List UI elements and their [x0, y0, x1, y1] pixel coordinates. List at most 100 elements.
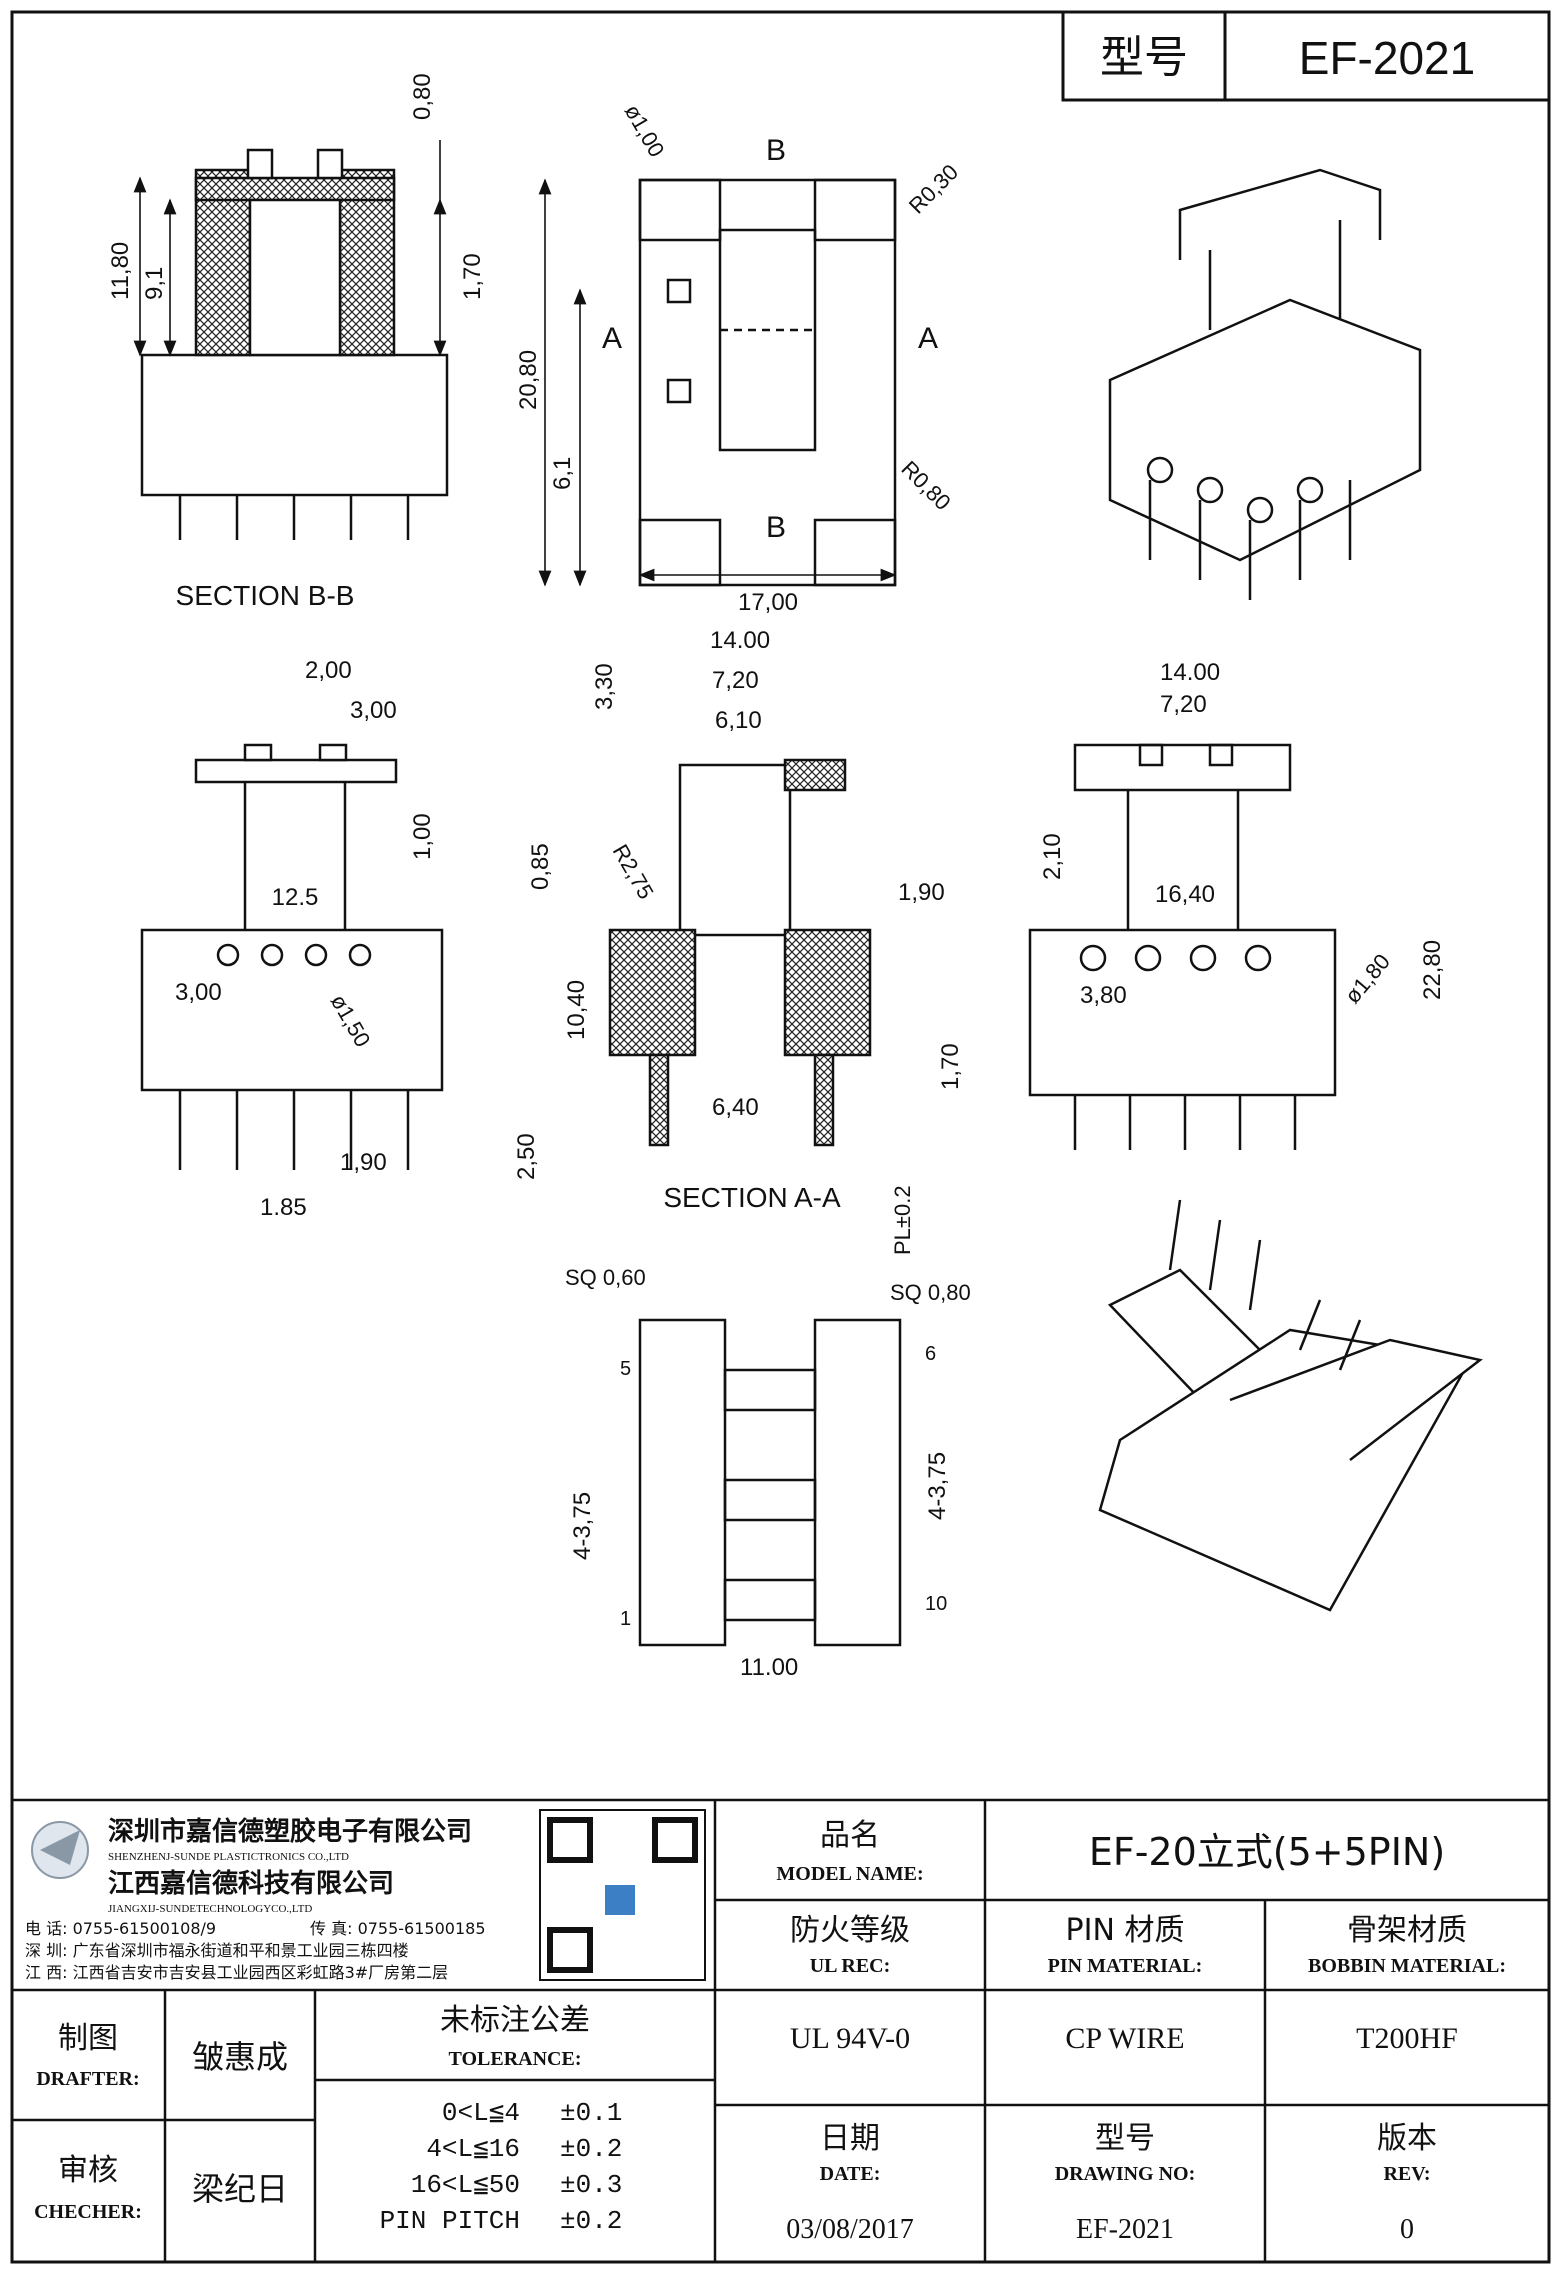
title-block-grid [12, 1798, 1549, 2262]
company-addr-sz: 深 圳: 广东省深圳市福永街道和平和景工业园三栋四楼 [25, 1941, 409, 1960]
drafter-en: DRAFTER: [36, 2068, 139, 2090]
dim-text: 7,20 [1160, 691, 1207, 718]
pin-value: CP WIRE [1065, 2022, 1184, 2055]
pin-label: 6 [925, 1343, 936, 1365]
header-model-value: EF-2021 [1299, 32, 1475, 84]
dim-text: R0,80 [896, 456, 955, 515]
dim-text: 10,40 [563, 980, 590, 1040]
dim-text: 1.85 [260, 1194, 307, 1221]
dim-text: 3,00 [350, 697, 397, 724]
pin-cn: PIN 材质 [1066, 1913, 1185, 1948]
drafter-cn: 制图 [58, 2021, 118, 2056]
drafter-value: 皱惠成 [192, 2038, 288, 2076]
label-a-right: A [918, 322, 938, 355]
view-front-top [638, 178, 897, 587]
iso-view-bottom [1098, 1199, 1483, 1612]
dim-text: 6,1 [549, 457, 576, 490]
section-bb-dims [133, 140, 447, 357]
dim-text: 3,80 [1080, 982, 1127, 1009]
dim-text: 17,00 [738, 589, 798, 616]
tol-en: TOLERANCE: [449, 2048, 582, 2070]
sheet-border [10, 10, 1551, 2264]
header-model-label: 型号 [1100, 32, 1188, 83]
company-addr-jx: 江 西: 江西省吉安市吉安县工业园西区彩虹路3#厂房第二层 [25, 1963, 448, 1982]
dim-text: 11,80 [107, 242, 134, 300]
rev-cn: 版本 [1377, 2121, 1437, 2156]
dim-text: 1,00 [409, 813, 436, 860]
dim-text: R0,30 [904, 159, 963, 218]
dim-text: R2,75 [608, 840, 659, 903]
ul-en: UL REC: [810, 1955, 891, 1977]
tol-value: ±0.3 [560, 2170, 622, 2200]
drawing-en: DRAWING NO: [1055, 2163, 1196, 2185]
label-b-bottom: B [766, 511, 786, 544]
dim-text: 6,10 [715, 707, 762, 734]
dim-text: 2,10 [1039, 833, 1066, 880]
company-logo [31, 1821, 89, 1879]
model-name-en: MODEL NAME: [776, 1863, 923, 1885]
view-bottom [638, 1318, 902, 1647]
dim-text: 11.00 [740, 1654, 798, 1681]
dim-text: 3,30 [591, 663, 618, 710]
view-side-left [140, 743, 444, 1170]
label-a-left: A [602, 322, 622, 355]
rev-value: 0 [1400, 2214, 1414, 2245]
drawing-value: EF-2021 [1076, 2214, 1174, 2245]
dim-text: 3,00 [175, 979, 222, 1006]
dim-text: 2,50 [513, 1133, 540, 1180]
dim-text: 9,1 [141, 267, 168, 300]
iso-view-top [1108, 168, 1422, 600]
pin-label: 1 [620, 1608, 631, 1630]
label-b-top: B [766, 134, 786, 167]
dim-text: 22,80 [1419, 940, 1446, 1000]
tol-range: 4<L≦16 [426, 2134, 520, 2164]
checker-en: CHECHER: [34, 2201, 142, 2223]
company-name-jx: 江西嘉信德科技有限公司 [108, 1869, 394, 1899]
dim-text: ø1,80 [1340, 949, 1395, 1008]
front-top-dims [538, 178, 897, 587]
company-name-sz-en: SHENZHENJ-SUNDE PLASTICTRONICS CO.,LTD [108, 1851, 349, 1863]
dim-text: 4-3,75 [569, 1492, 596, 1560]
dim-text: 14.00 [710, 627, 770, 654]
dim-text: 0,80 [409, 73, 436, 120]
view-side-right [1028, 743, 1337, 1150]
dim-text: 20,80 [515, 350, 542, 410]
pin-label: 5 [620, 1358, 631, 1380]
ul-value: UL 94V-0 [790, 2022, 910, 2055]
ul-cn: 防火等级 [790, 1913, 910, 1948]
header-model-box: 型号 EF-2021 [1061, 10, 1551, 102]
tol-range: 0<L≦4 [442, 2098, 520, 2128]
dim-text: 1,90 [898, 879, 945, 906]
dim-text: ø1,00 [620, 100, 670, 161]
date-value: 03/08/2017 [786, 2214, 914, 2245]
dim-text: 1,70 [459, 253, 486, 300]
tol-value: ±0.1 [560, 2098, 622, 2128]
tol-cn: 未标注公差 [440, 2003, 590, 2038]
dim-text: 4-3,75 [924, 1452, 951, 1520]
section-bb-title: SECTION B-B [176, 580, 355, 611]
dim-text: 14.00 [1160, 659, 1220, 686]
section-aa-title: SECTION A-A [663, 1182, 841, 1213]
dim-text: 6,40 [712, 1094, 759, 1121]
dim-text: 1,70 [937, 1043, 964, 1090]
date-en: DATE: [820, 2163, 881, 2185]
dim-text: SQ 0,60 [565, 1265, 646, 1290]
view-section-bb [140, 148, 449, 540]
drawing-cn: 型号 [1095, 2121, 1155, 2156]
pin-en: PIN MATERIAL: [1048, 1955, 1203, 1977]
bobbin-en: BOBBIN MATERIAL: [1308, 1955, 1506, 1977]
dim-text: SQ 0,80 [890, 1280, 971, 1305]
dim-text: 12.5 [272, 884, 319, 911]
checker-cn: 审核 [58, 2153, 118, 2188]
company-tel: 电 话: 0755-61500108/9 [25, 1919, 216, 1938]
dim-text: 16,40 [1155, 881, 1215, 908]
bobbin-cn: 骨架材质 [1347, 1913, 1467, 1948]
company-name-jx-en: JIANGXIJ-SUNDETECHNOLOGYCO.,LTD [108, 1903, 312, 1915]
dim-text: 2,00 [305, 657, 352, 684]
bobbin-value: T200HF [1356, 2022, 1458, 2055]
date-cn: 日期 [820, 2121, 880, 2156]
company-fax: 传 真: 0755-61500185 [310, 1919, 486, 1938]
rev-en: REV: [1383, 2163, 1430, 2185]
dim-text: 0,85 [527, 843, 554, 890]
